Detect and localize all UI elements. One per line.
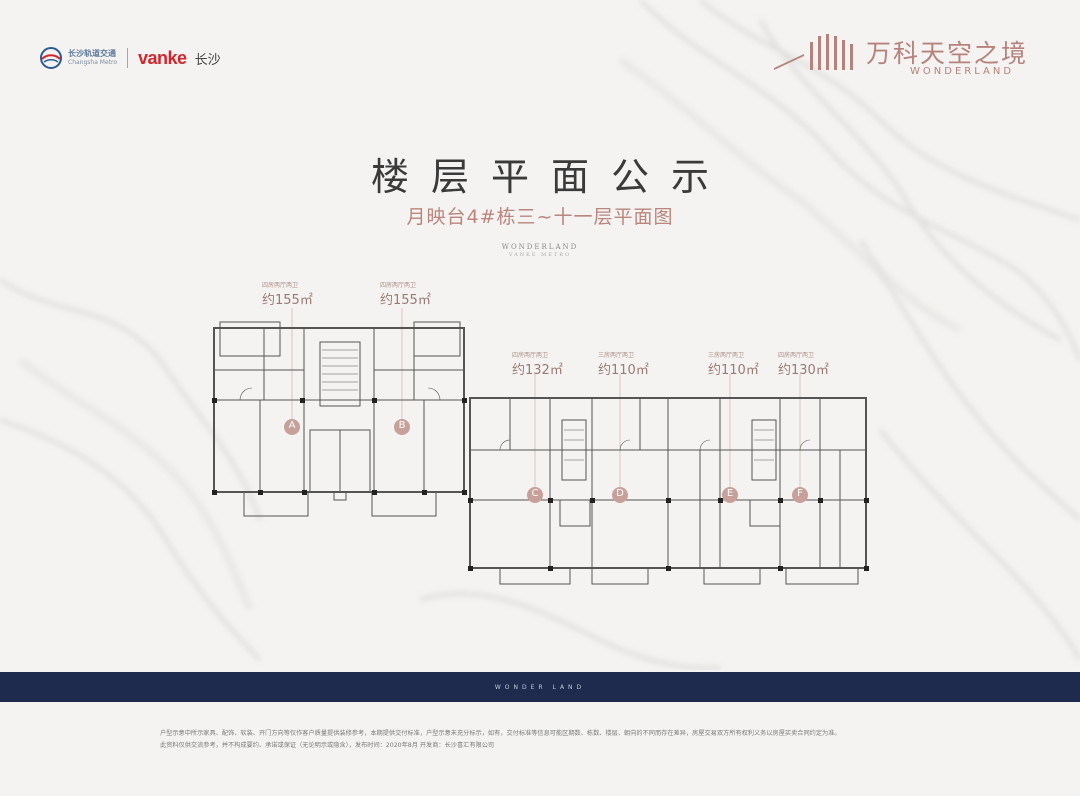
unit-area: 约155㎡ [380, 293, 431, 308]
unit-marker-e: E [726, 488, 734, 499]
metro-name: 长沙轨道交通 Changsha Metro [68, 50, 117, 66]
header-logos: 长沙轨道交通 Changsha Metro vanke 长沙 [40, 44, 221, 72]
footer-band-text: WONDER LAND [494, 684, 586, 691]
unit-label-c: 四房两厅两卫 约132㎡ [512, 350, 563, 378]
unit-area: 约110㎡ [598, 363, 649, 378]
floor-plan: 四房两厅两卫 约155㎡ 四房两厅两卫 约155㎡ 四房两厅两卫 约132㎡ 三… [200, 270, 880, 610]
unit-area: 约132㎡ [512, 363, 563, 378]
page-subtitle: 月映台4#栋三~十一层平面图 [406, 206, 674, 228]
unit-type: 三房两厅两卫 [598, 352, 635, 359]
unit-type: 四房两厅两卫 [778, 352, 815, 359]
brand-logo: 万科天空之境 WONDERLAND [774, 30, 1046, 80]
unit-type: 四房两厅两卫 [512, 352, 549, 359]
brand-lines-icon [774, 34, 853, 70]
footer-band [0, 672, 1080, 702]
changsha-metro-icon [40, 47, 62, 69]
brand-name-cn: 万科天空之境 [866, 39, 1029, 68]
unit-marker-f: F [797, 488, 803, 499]
unit-area: 约155㎡ [262, 293, 313, 308]
vanke-logo: vanke [138, 47, 187, 68]
metro-name-cn: 长沙轨道交通 [68, 49, 116, 58]
metro-name-en: Changsha Metro [68, 59, 118, 66]
unit-label-b: 四房两厅两卫 约155㎡ [380, 280, 431, 308]
unit-label-f: 四房两厅两卫 约130㎡ [778, 350, 829, 378]
marble-background [0, 0, 1080, 670]
disclaimer: 户型示意中所示家具、配饰、软装、开门方向等仅作客户质量提供装修参考，本期提供交付… [160, 728, 940, 752]
logo-divider [127, 48, 129, 68]
unit-marker-c: C [531, 488, 539, 499]
watermark-line-2: VANKE METRO [508, 252, 572, 258]
city-name: 长沙 [194, 52, 221, 68]
unit-marker-b: B [398, 420, 406, 431]
unit-label-a: 四房两厅两卫 约155㎡ [262, 280, 313, 308]
unit-area: 约110㎡ [708, 363, 759, 378]
unit-type: 四房两厅两卫 [380, 282, 417, 289]
unit-label-e: 三房两厅两卫 约110㎡ [708, 350, 759, 378]
floor-plan-drawing [212, 308, 869, 585]
unit-type: 四房两厅两卫 [262, 282, 299, 289]
brand-name-en: WONDERLAND [910, 66, 1015, 77]
unit-marker-d: D [616, 488, 624, 499]
unit-area: 约130㎡ [778, 363, 829, 378]
disclaimer-line-2: 此资料仅供交流参考，并不构成要约、承诺或保证（无论明示或隐含），发布时间：202… [160, 742, 495, 749]
wonderland-watermark: WONDERLAND VANKE METRO [0, 243, 1080, 258]
unit-type: 三房两厅两卫 [708, 352, 745, 359]
disclaimer-line-1: 户型示意中所示家具、配饰、软装、开门方向等仅作客户质量提供装修参考，本期提供交付… [160, 730, 841, 737]
unit-marker-a: A [288, 420, 296, 431]
unit-label-d: 三房两厅两卫 约110㎡ [598, 350, 649, 378]
page-title: 楼层平面公示 [370, 155, 731, 199]
watermark-line-1: WONDERLAND [501, 243, 579, 251]
